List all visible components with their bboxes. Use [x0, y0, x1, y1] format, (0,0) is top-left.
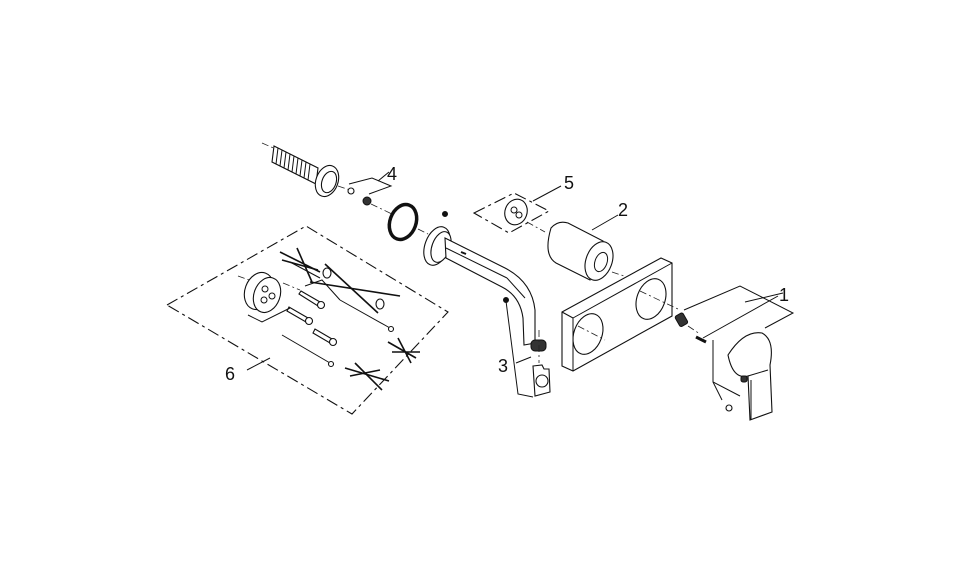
callout-1: 1 — [779, 285, 789, 305]
part-1-lever-handle: 1 — [674, 285, 795, 421]
callout-5: 5 — [564, 173, 574, 193]
part-4-screw-and-nut: 4 — [347, 164, 397, 215]
callout-2: 2 — [618, 200, 628, 220]
callout-6: 6 — [225, 364, 235, 384]
callout-4: 4 — [387, 164, 397, 184]
threaded-stud — [261, 142, 351, 198]
part-2-sleeve: 2 — [547, 200, 631, 281]
spout — [423, 211, 536, 346]
screws — [247, 282, 338, 347]
o-ring — [387, 202, 429, 242]
wall-plate — [561, 257, 681, 372]
part-5-cartridge-adapter: 5 — [472, 173, 574, 234]
part-3-aerator: 3 — [498, 300, 551, 398]
extension-rods — [281, 279, 395, 368]
callout-3: 3 — [498, 356, 508, 376]
crossed-out-parts — [279, 247, 420, 391]
part-6-cartridge-kit: 6 — [165, 225, 449, 415]
